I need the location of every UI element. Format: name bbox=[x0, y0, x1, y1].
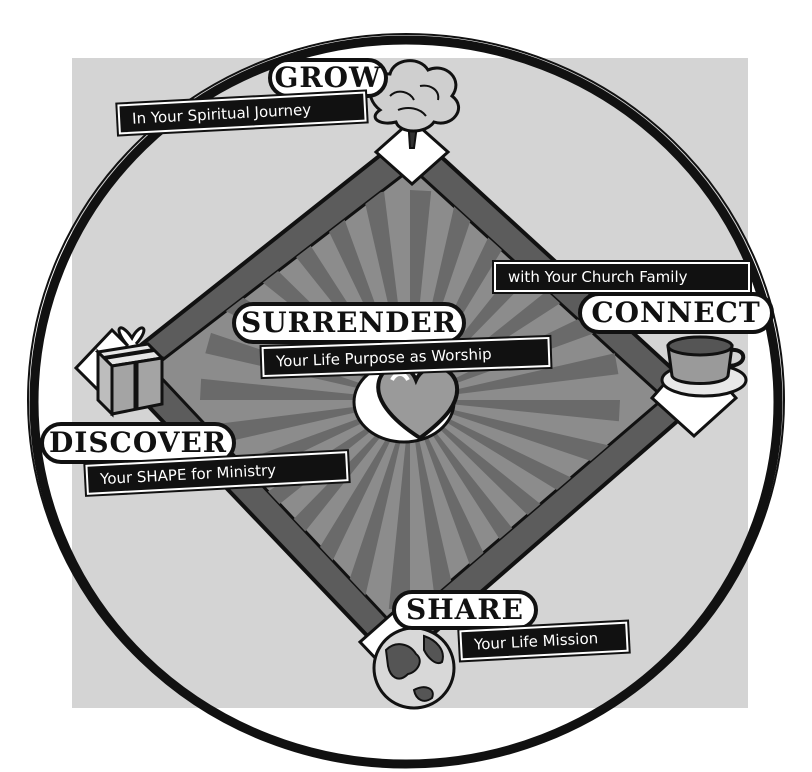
globe-icon bbox=[374, 628, 454, 708]
connect-title: CONNECT bbox=[578, 292, 774, 334]
share-title: SHARE bbox=[392, 590, 538, 630]
grow-title: GROW bbox=[268, 58, 388, 98]
surrender-title: SURRENDER bbox=[232, 302, 466, 344]
heart-icon bbox=[354, 362, 457, 442]
connect-subtitle: with Your Church Family bbox=[494, 262, 750, 292]
